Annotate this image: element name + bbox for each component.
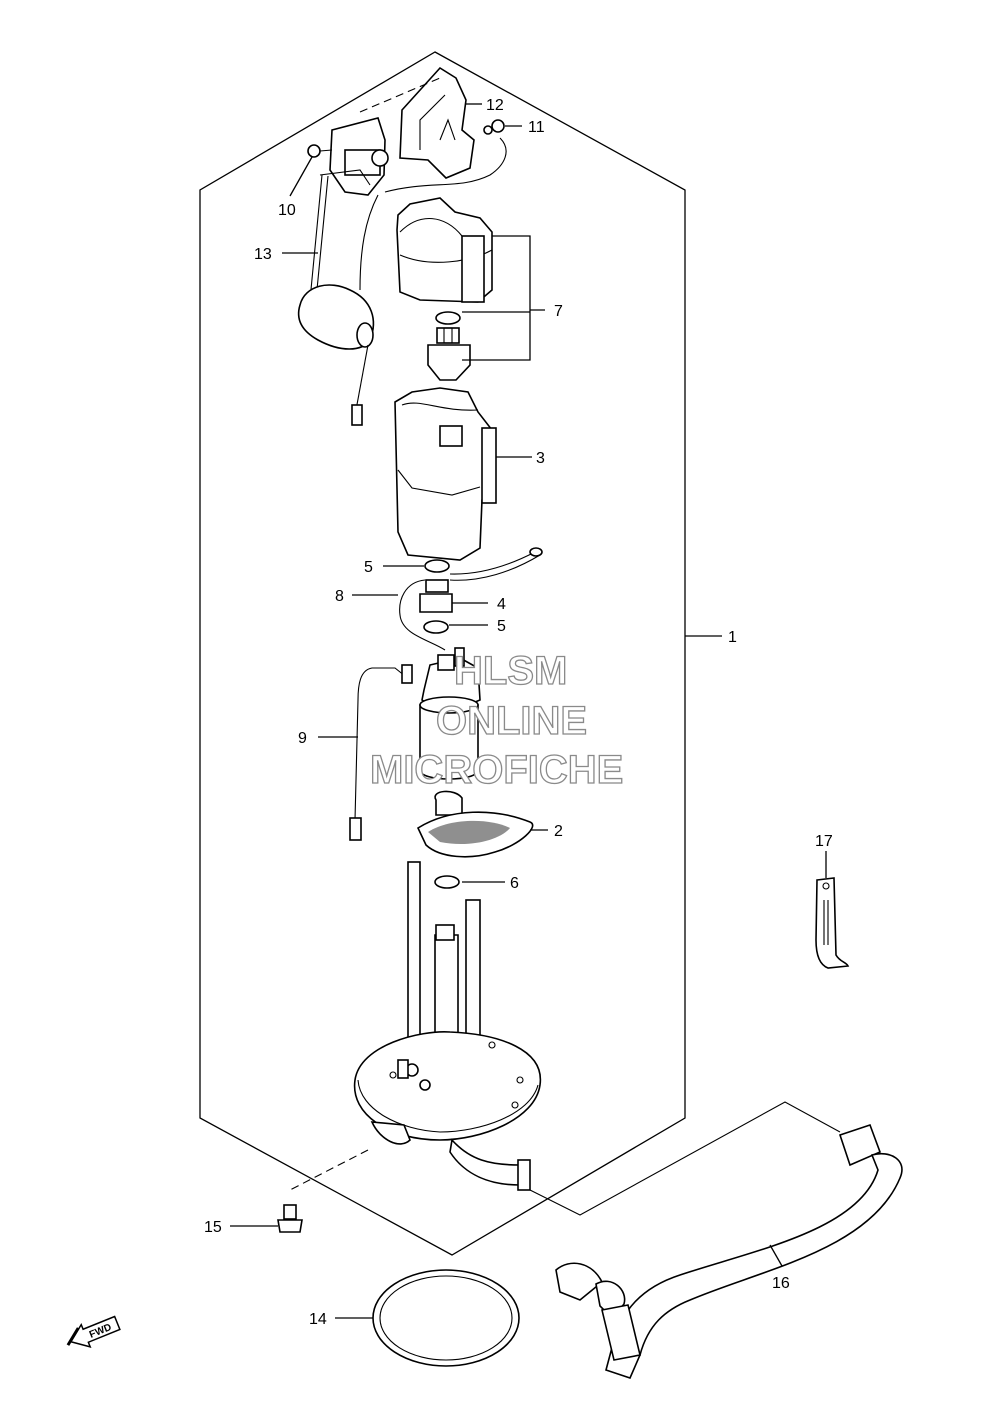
callout-2-number: 2 bbox=[554, 823, 563, 840]
float-arm-part bbox=[297, 174, 375, 426]
gasket-14-part bbox=[372, 1269, 520, 1367]
lead-wire-8-part bbox=[449, 551, 541, 581]
watermark-line-3: MICROFICHE bbox=[370, 748, 623, 792]
hose-dashed-outline bbox=[529, 1101, 841, 1216]
callout-16-leader bbox=[769, 1244, 783, 1267]
oring-5-upper-part bbox=[424, 559, 450, 573]
sender-wire bbox=[359, 194, 379, 291]
oring-5-lower-part bbox=[423, 620, 449, 634]
callout-5a-number: 5 bbox=[364, 559, 373, 576]
callout-12-number: 12 bbox=[486, 97, 504, 114]
callout-5b-number: 5 bbox=[497, 618, 506, 635]
callout-3-number: 3 bbox=[536, 450, 545, 467]
nut-11-part bbox=[483, 119, 505, 135]
strainer-part bbox=[416, 790, 534, 858]
lead-wire-8-loop bbox=[399, 579, 446, 651]
lead-wire-9-part bbox=[354, 667, 411, 821]
watermark: HLSM ONLINE MICROFICHE bbox=[369, 648, 624, 792]
callout-9-number: 9 bbox=[298, 730, 307, 747]
callout-13-number: 13 bbox=[254, 246, 272, 263]
fwd-arrow-icon: FWD bbox=[66, 1315, 121, 1348]
top-lead-wire bbox=[384, 137, 507, 193]
assembly-outline bbox=[199, 51, 686, 1256]
callout-10-leader bbox=[289, 156, 313, 197]
watermark-line-1: HLSM bbox=[454, 649, 567, 693]
regulator-cap-part bbox=[396, 197, 493, 303]
fuel-hose-16-part bbox=[555, 1123, 903, 1379]
callout-17-number: 17 bbox=[815, 833, 833, 850]
callout-7-bracket bbox=[462, 235, 545, 361]
bracket-part bbox=[359, 66, 475, 179]
callout-1-number: 1 bbox=[728, 629, 737, 646]
callout-10-number: 10 bbox=[278, 202, 296, 219]
terminal-9-part bbox=[349, 817, 362, 841]
regulator-oring-part bbox=[435, 311, 461, 325]
callout-4-number: 4 bbox=[497, 596, 506, 613]
callout-15-number: 15 bbox=[204, 1219, 222, 1236]
callout-6-number: 6 bbox=[510, 875, 519, 892]
pump-base-part bbox=[353, 861, 542, 1191]
callout-7-number: 7 bbox=[554, 303, 563, 320]
callout-11-number: 11 bbox=[528, 119, 545, 136]
terminal-8a-part bbox=[529, 547, 543, 557]
bolt-dashed-line bbox=[289, 1149, 369, 1191]
pressure-regulator-part bbox=[427, 327, 471, 381]
screw-10-part bbox=[307, 144, 333, 158]
clamp-17-part bbox=[815, 877, 850, 969]
watermark-line-2: ONLINE bbox=[436, 699, 587, 743]
level-sender-part bbox=[319, 117, 389, 196]
callout-8-number: 8 bbox=[335, 588, 344, 605]
pump-housing-part bbox=[394, 387, 497, 561]
terminal-9b-part bbox=[401, 664, 413, 684]
callout-16-number: 16 bbox=[772, 1275, 790, 1292]
fuel-pump-part bbox=[419, 647, 481, 780]
joint-4-part bbox=[419, 579, 453, 613]
callout-14-number: 14 bbox=[309, 1311, 327, 1328]
bolt-15-part bbox=[277, 1204, 303, 1233]
washer-6-part bbox=[434, 875, 460, 889]
